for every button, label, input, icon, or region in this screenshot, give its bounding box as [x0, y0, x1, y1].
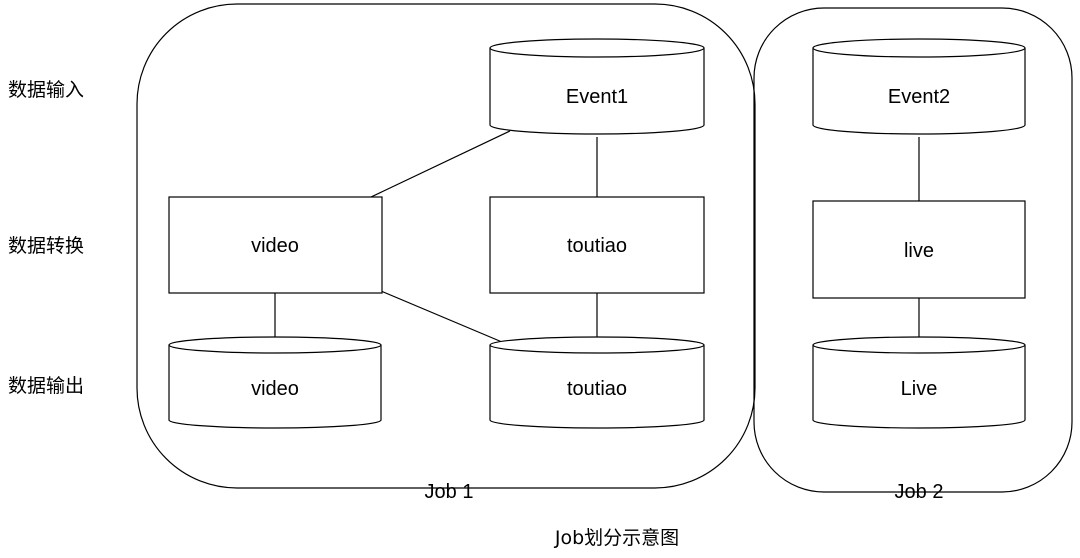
toutiao-transform-label: toutiao: [567, 235, 627, 257]
toutiao-transform-node: toutiao: [489, 196, 705, 294]
video-transform-node: video: [168, 196, 383, 294]
live-output-label: Live: [901, 378, 938, 400]
job1-container: [136, 3, 756, 489]
live-transform-node: live: [812, 200, 1026, 299]
row-label-data-transform: 数据转换: [8, 235, 85, 257]
event2-datasource: Event2: [812, 38, 1026, 135]
live-output-datastore: Live: [812, 336, 1026, 429]
video-output-label: video: [251, 378, 299, 400]
video-output-datastore: video: [168, 336, 382, 429]
job2-container: [753, 7, 1073, 493]
event1-datasource: Event1: [489, 38, 705, 135]
connector-video-toutiao-output: [380, 290, 503, 343]
event1-label: Event1: [566, 86, 628, 108]
video-transform-label: video: [251, 235, 299, 257]
row-label-data-input: 数据输入: [8, 79, 85, 101]
job1-label: Job 1: [425, 481, 474, 503]
toutiao-output-datastore: toutiao: [489, 336, 705, 429]
live-transform-label: live: [904, 240, 934, 262]
row-label-data-output: 数据输出: [8, 375, 85, 397]
connector-event1-video: [370, 130, 511, 198]
job2-label: Job 2: [895, 481, 944, 503]
event2-label: Event2: [888, 86, 950, 108]
diagram-caption: Job划分示意图: [554, 527, 679, 549]
toutiao-output-label: toutiao: [567, 378, 627, 400]
